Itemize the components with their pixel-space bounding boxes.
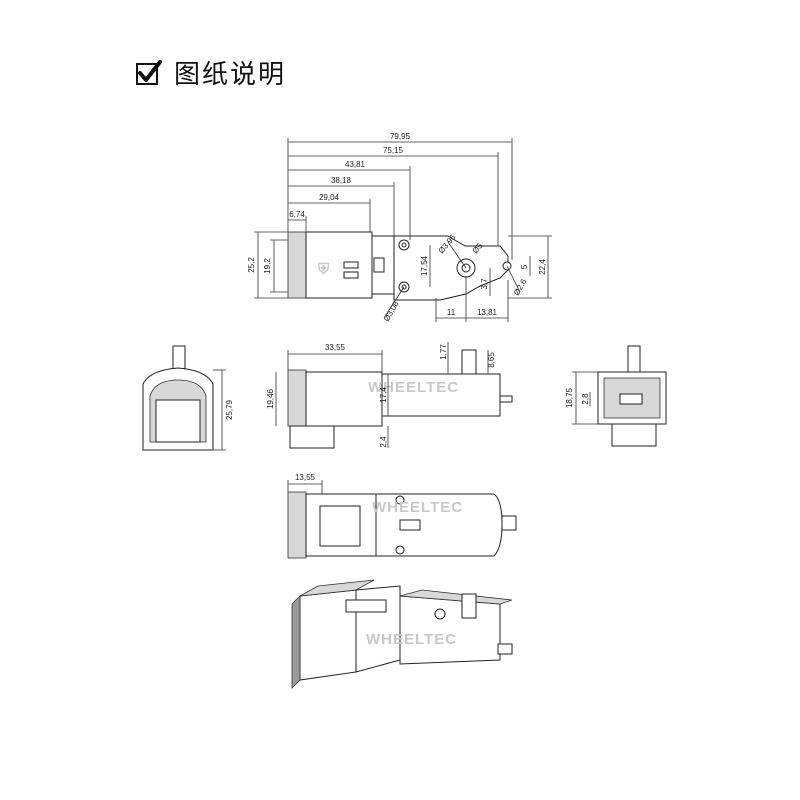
dim-right-view-small: 2,8 bbox=[581, 393, 590, 405]
watermark-brand-bottom: WHEELTEC bbox=[372, 499, 463, 516]
watermark-logo-icon: ⛨ bbox=[317, 261, 330, 278]
side-end-cap bbox=[287, 369, 307, 427]
dim-to-gearbox: 29,04 bbox=[319, 193, 340, 202]
dim-side-inner: 17,4 bbox=[379, 387, 388, 403]
gearbox-housing bbox=[393, 235, 509, 301]
terminal-1 bbox=[343, 261, 359, 269]
end-cap bbox=[287, 231, 307, 299]
isometric-view: WHEELTEC bbox=[291, 579, 513, 689]
right-end-view: 18,75 2,8 bbox=[565, 345, 667, 447]
watermark-brand-iso: WHEELTEC bbox=[366, 631, 457, 648]
dim-hole-dia: Ø3,08 bbox=[382, 299, 401, 323]
shaft-stub bbox=[172, 345, 186, 371]
dim-overall: 79,95 bbox=[390, 132, 411, 141]
watermark-brand: WHEELTEC bbox=[368, 379, 459, 396]
side-shaft bbox=[461, 349, 477, 375]
left-end-view: 25,79 bbox=[142, 345, 234, 451]
motor-body bbox=[305, 231, 373, 299]
checkmark-box-icon bbox=[136, 59, 162, 86]
dim-to-hole2: 43,81 bbox=[345, 160, 366, 169]
top-view: ⛨ 79,95 75,15 43,81 38,18 29,04 6,74 25,… bbox=[247, 132, 552, 323]
dim-cap: 6,74 bbox=[289, 210, 305, 219]
dim-side-bottom: 2,4 bbox=[379, 436, 388, 448]
dim-right-height: 22,4 bbox=[538, 259, 547, 275]
dim-bottom-left: 11 bbox=[447, 308, 456, 317]
bottom-view: WHEELTEC 13,55 bbox=[287, 473, 517, 559]
dim-shaft-height: 8,65 bbox=[487, 352, 496, 368]
dim-bottom-right: 13,81 bbox=[477, 308, 498, 317]
dim-side-length: 33,55 bbox=[325, 343, 346, 352]
dim-right-small: 5 bbox=[520, 264, 529, 269]
dim-height-outer: 25,2 bbox=[247, 257, 256, 273]
window bbox=[373, 257, 385, 273]
dim-height-inner: 19,2 bbox=[263, 258, 272, 274]
side-view: WHEELTEC 33,55 19,46 17,4 2,4 1,77 8,65 bbox=[266, 342, 513, 449]
dim-side-height: 19,46 bbox=[266, 388, 275, 409]
dim-left-height: 25,79 bbox=[225, 399, 234, 420]
dim-right-view-height: 18,75 bbox=[565, 387, 574, 408]
dim-shaft-offset: 3,7 bbox=[480, 278, 489, 290]
dim-hole-spacing: 17,54 bbox=[420, 255, 429, 276]
page-title: 图纸说明 bbox=[174, 60, 287, 90]
dim-shaft-top: 1,77 bbox=[439, 344, 448, 360]
dim-tab-dia: Ø2,6 bbox=[512, 277, 529, 297]
dim-bottom-width: 13,55 bbox=[295, 473, 316, 482]
dim-to-hole1: 38,18 bbox=[331, 176, 352, 185]
terminal-2 bbox=[343, 271, 359, 279]
dim-to-flange: 75,15 bbox=[383, 146, 404, 155]
section-header: 图纸说明 bbox=[136, 54, 286, 91]
